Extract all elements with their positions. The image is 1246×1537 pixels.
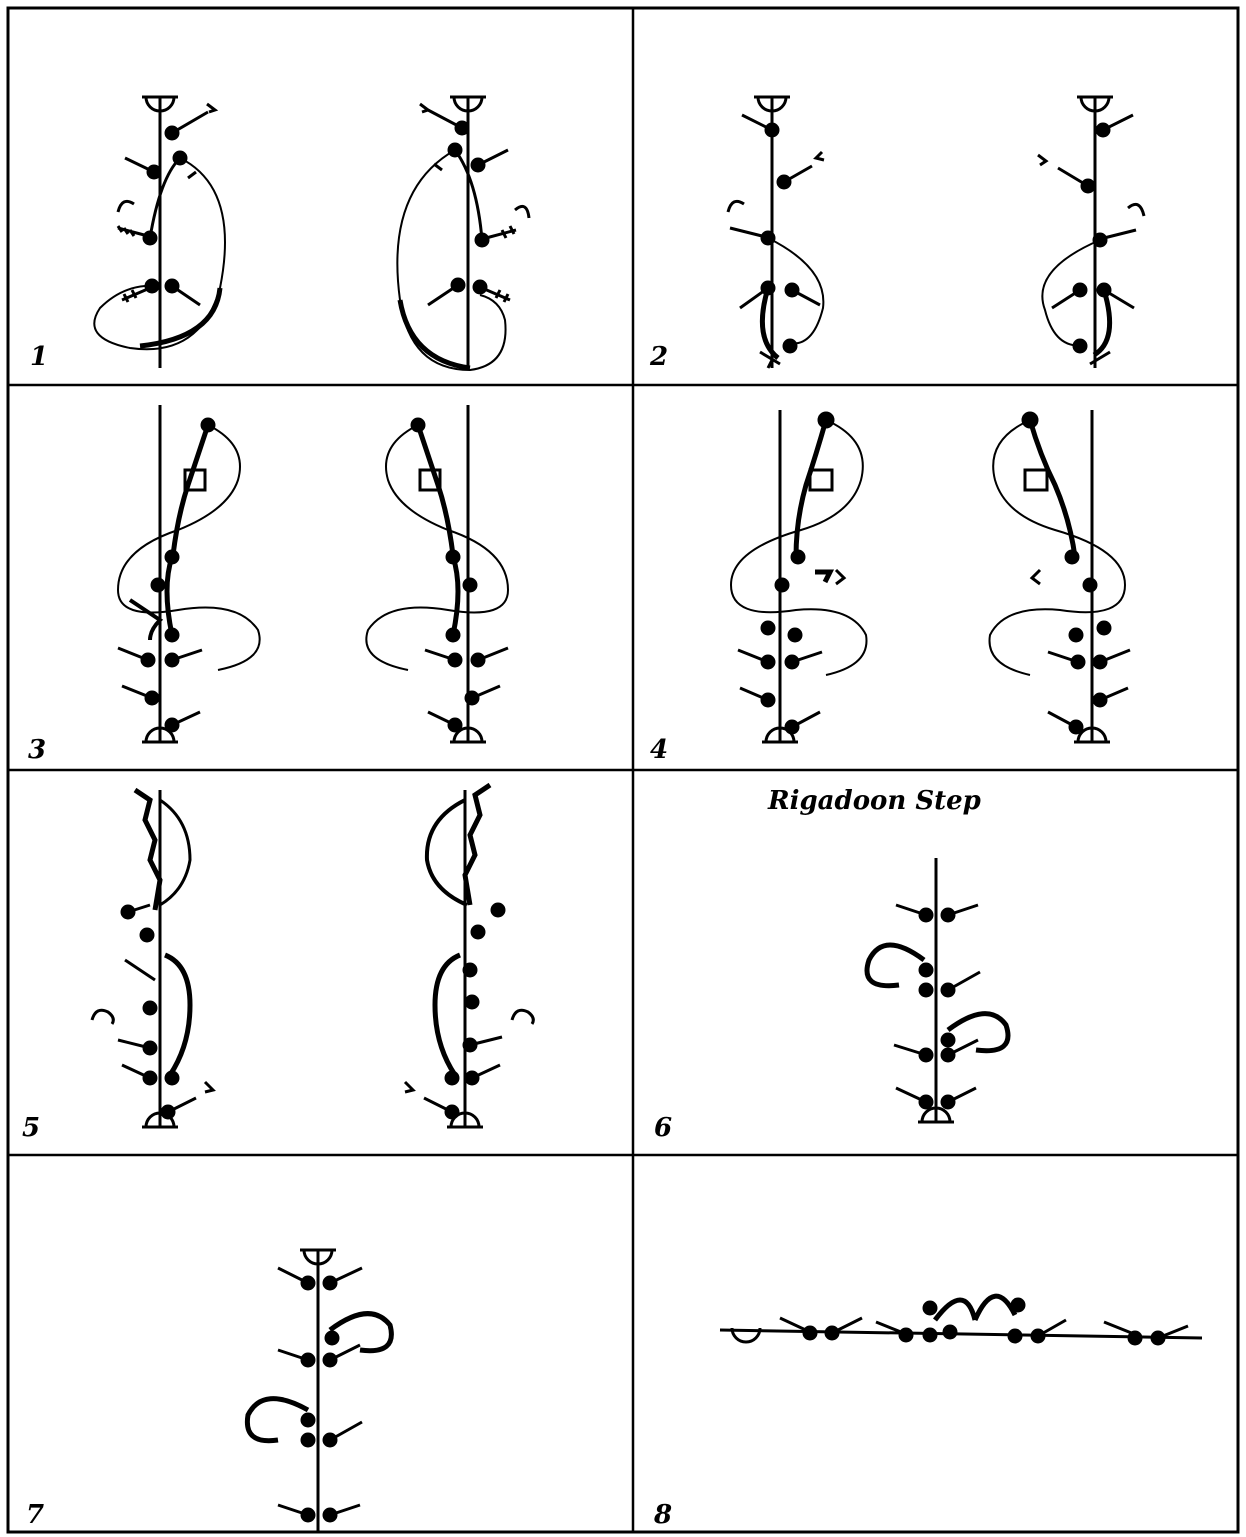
- panel-6-diagram: [867, 858, 1008, 1122]
- panel-1-diagram-mirror: [397, 97, 529, 370]
- panel-4-diagram-mirror: [990, 410, 1131, 742]
- panel-1-diagram: [94, 97, 225, 368]
- panel-number-6: 6: [654, 1113, 672, 1143]
- panel-5-diagram-mirror: [405, 785, 533, 1127]
- panel-number-4: 4: [650, 735, 668, 765]
- panel-5-diagram: [92, 790, 213, 1127]
- panel-title-rigadoon-step: Rigadoon Step: [768, 786, 981, 816]
- panel-number-7: 7: [26, 1500, 44, 1530]
- panel-number-1: 1: [30, 342, 48, 372]
- panel-7-diagram: [247, 1250, 391, 1532]
- panel-grid: [8, 8, 1238, 1532]
- panel-4-diagram: [731, 410, 867, 742]
- panel-number-8: 8: [654, 1500, 672, 1530]
- panel-8-diagram: [720, 1296, 1202, 1344]
- panel-3-diagram: [118, 405, 260, 742]
- panel-2-diagram-mirror: [1038, 97, 1144, 368]
- panel-number-2: 2: [650, 342, 668, 372]
- panel-number-5: 5: [22, 1113, 40, 1143]
- panel-2-diagram: [728, 97, 824, 368]
- panel-3-diagram-mirror: [366, 405, 508, 742]
- panel-number-3: 3: [28, 735, 46, 765]
